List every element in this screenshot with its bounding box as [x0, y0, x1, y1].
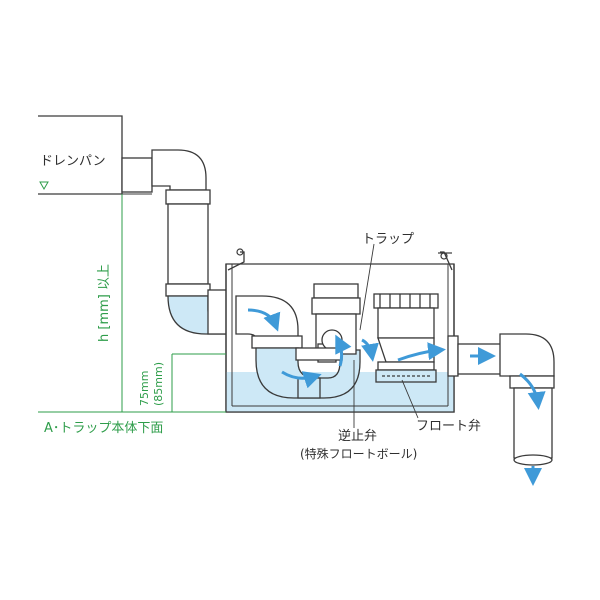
trap-label: トラップ [362, 232, 414, 247]
float-valve-assembly [373, 293, 439, 383]
flow-arrow-riser [335, 334, 352, 367]
water-level-icon [39, 181, 49, 191]
drain-pan [38, 115, 152, 195]
float-valve-label: フロート弁 [416, 419, 481, 434]
check-valve-label: 逆止弁 [338, 428, 377, 444]
flow-arrow-inlet [247, 308, 281, 332]
check-valve-note: (特殊フロートボール) [300, 446, 417, 461]
height-requirement-label: h [mm] 以上 [97, 264, 112, 342]
height-75-label: 75mm [138, 371, 151, 406]
dimension-lines [38, 194, 226, 413]
flow-arrow-float [397, 342, 446, 362]
trap-bottom-label: A･トラップ本体下面 [44, 421, 163, 436]
drain-pan-label: ドレンパン [40, 154, 106, 169]
leader-lines [353, 243, 419, 428]
flow-arrow-trap-low [281, 370, 322, 389]
inlet-pipe [121, 149, 229, 335]
flow-arrow-elbow [519, 372, 546, 410]
height-85-label: (85mm) [152, 362, 165, 406]
flow-arrow-check [361, 338, 379, 362]
flow-arrows [247, 308, 546, 486]
